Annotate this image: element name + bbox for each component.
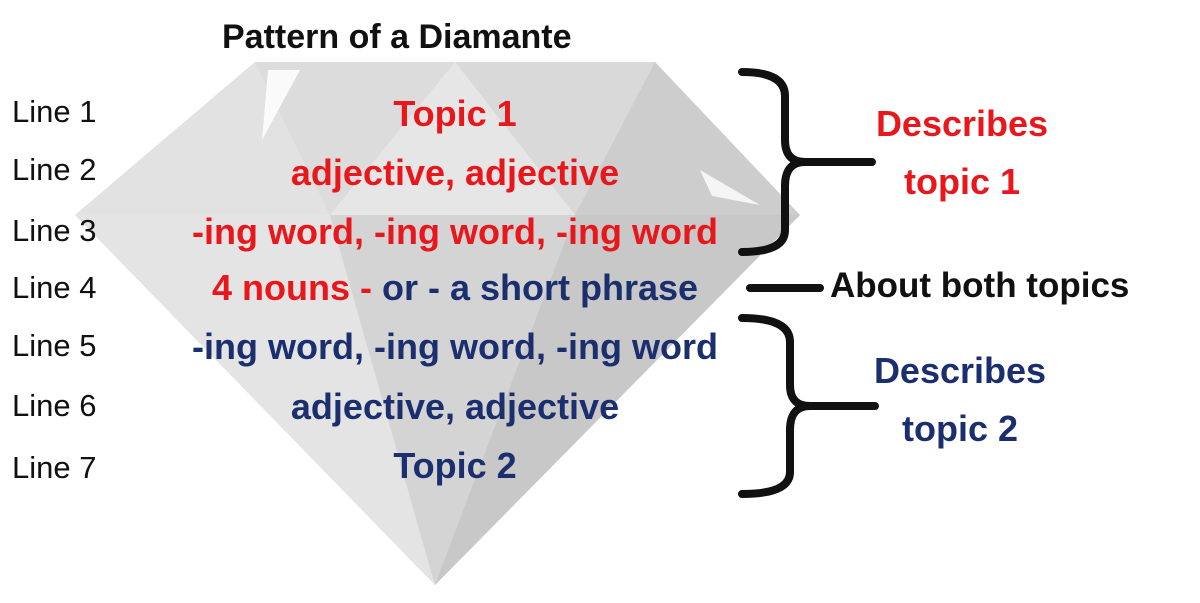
pattern-line-4-phrase: or - a short phrase — [381, 267, 699, 308]
pattern-line-3: -ing word, -ing word, -ing word — [192, 211, 718, 252]
top-brace — [738, 68, 876, 256]
line-label-5: Line 5 — [12, 328, 97, 363]
annotation-bottom-line1: Describes — [873, 350, 1047, 391]
pattern-line-1: Topic 1 — [393, 93, 517, 134]
line-label-6: Line 6 — [12, 388, 97, 423]
line-label-4: Line 4 — [12, 270, 97, 305]
annotation-bottom-line2: topic 2 — [901, 408, 1018, 449]
annotation-middle: About both topics — [830, 266, 1130, 305]
annotation-top-line1: Describes — [875, 103, 1049, 144]
pattern-line-7: Topic 2 — [393, 445, 517, 486]
annotation-bottom: Describes topic 2 — [860, 353, 1060, 447]
line-label-3: Line 3 — [12, 213, 97, 248]
diagram-title: Pattern of a Diamante — [222, 18, 572, 56]
pattern-line-4-nouns: 4 nouns - — [211, 267, 382, 308]
bottom-brace — [738, 314, 879, 498]
annotation-top: Describes topic 1 — [862, 106, 1062, 200]
pattern-line-6: adjective, adjective — [290, 386, 620, 427]
annotation-top-line2: topic 1 — [903, 161, 1020, 202]
pattern-line-2: adjective, adjective — [290, 152, 620, 193]
line-label-1: Line 1 — [12, 94, 97, 129]
diamond-shape — [75, 62, 800, 585]
pattern-line-4: 4 nouns - or - a short phrase — [140, 270, 770, 306]
line-label-2: Line 2 — [12, 152, 97, 187]
pattern-line-5: -ing word, -ing word, -ing word — [192, 326, 718, 367]
line-label-7: Line 7 — [12, 450, 97, 485]
